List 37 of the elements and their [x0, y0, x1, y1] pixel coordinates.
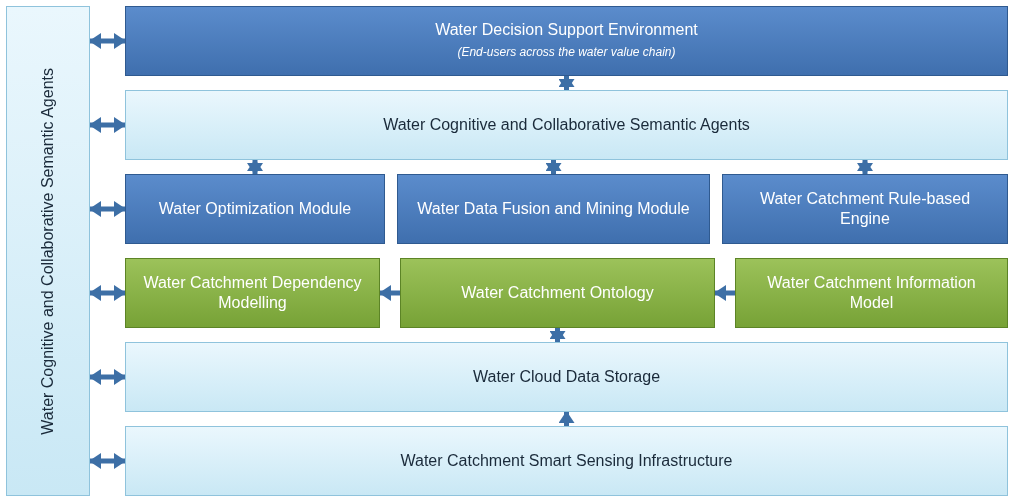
module-box — [397, 174, 710, 244]
title-text: Water Catchment Dependency Modelling — [142, 273, 363, 313]
title-text: Water Cloud Data Storage — [472, 367, 661, 387]
module-box — [722, 174, 1008, 244]
arrow — [545, 159, 562, 175]
arrow — [379, 285, 400, 301]
title-text: Water Catchment Rule-based Engine — [758, 189, 972, 229]
arrow — [89, 33, 126, 49]
arrow — [558, 411, 575, 426]
title-text: Water Cognitive and Collaborative Semantic Agents — [39, 67, 56, 435]
arrow — [714, 285, 735, 301]
module-box — [735, 258, 1008, 328]
title-text: Water Data Fusion and Mining Module — [417, 199, 690, 219]
title-text: Water Cognitive and Collaborative Semantic Agents — [383, 115, 750, 135]
arrow — [247, 159, 263, 175]
arrow — [549, 327, 566, 343]
title-text: Water Optimization Module — [158, 199, 352, 219]
title-text: Water Decision Support Environment — [435, 20, 698, 40]
arrow — [89, 285, 126, 301]
arrow — [558, 75, 575, 91]
module-box — [125, 174, 385, 244]
layer-band — [125, 6, 1008, 76]
title-text: Water Catchment Ontology — [461, 283, 654, 303]
title-text: Water Catchment Information Model — [766, 273, 977, 313]
subtitle-text: (End-users across the water value chain) — [457, 44, 676, 61]
arrow — [89, 201, 126, 217]
side-panel — [6, 6, 90, 496]
layer-band — [125, 426, 1008, 496]
title-text: Water Catchment Smart Sensing Infrastructure — [400, 451, 733, 471]
layer-band — [125, 90, 1008, 160]
arrow — [857, 159, 873, 175]
arrow — [89, 369, 126, 385]
module-box — [400, 258, 715, 328]
layer-band — [125, 342, 1008, 412]
module-box — [125, 258, 380, 328]
arrow — [89, 453, 126, 469]
arrow — [89, 117, 126, 133]
